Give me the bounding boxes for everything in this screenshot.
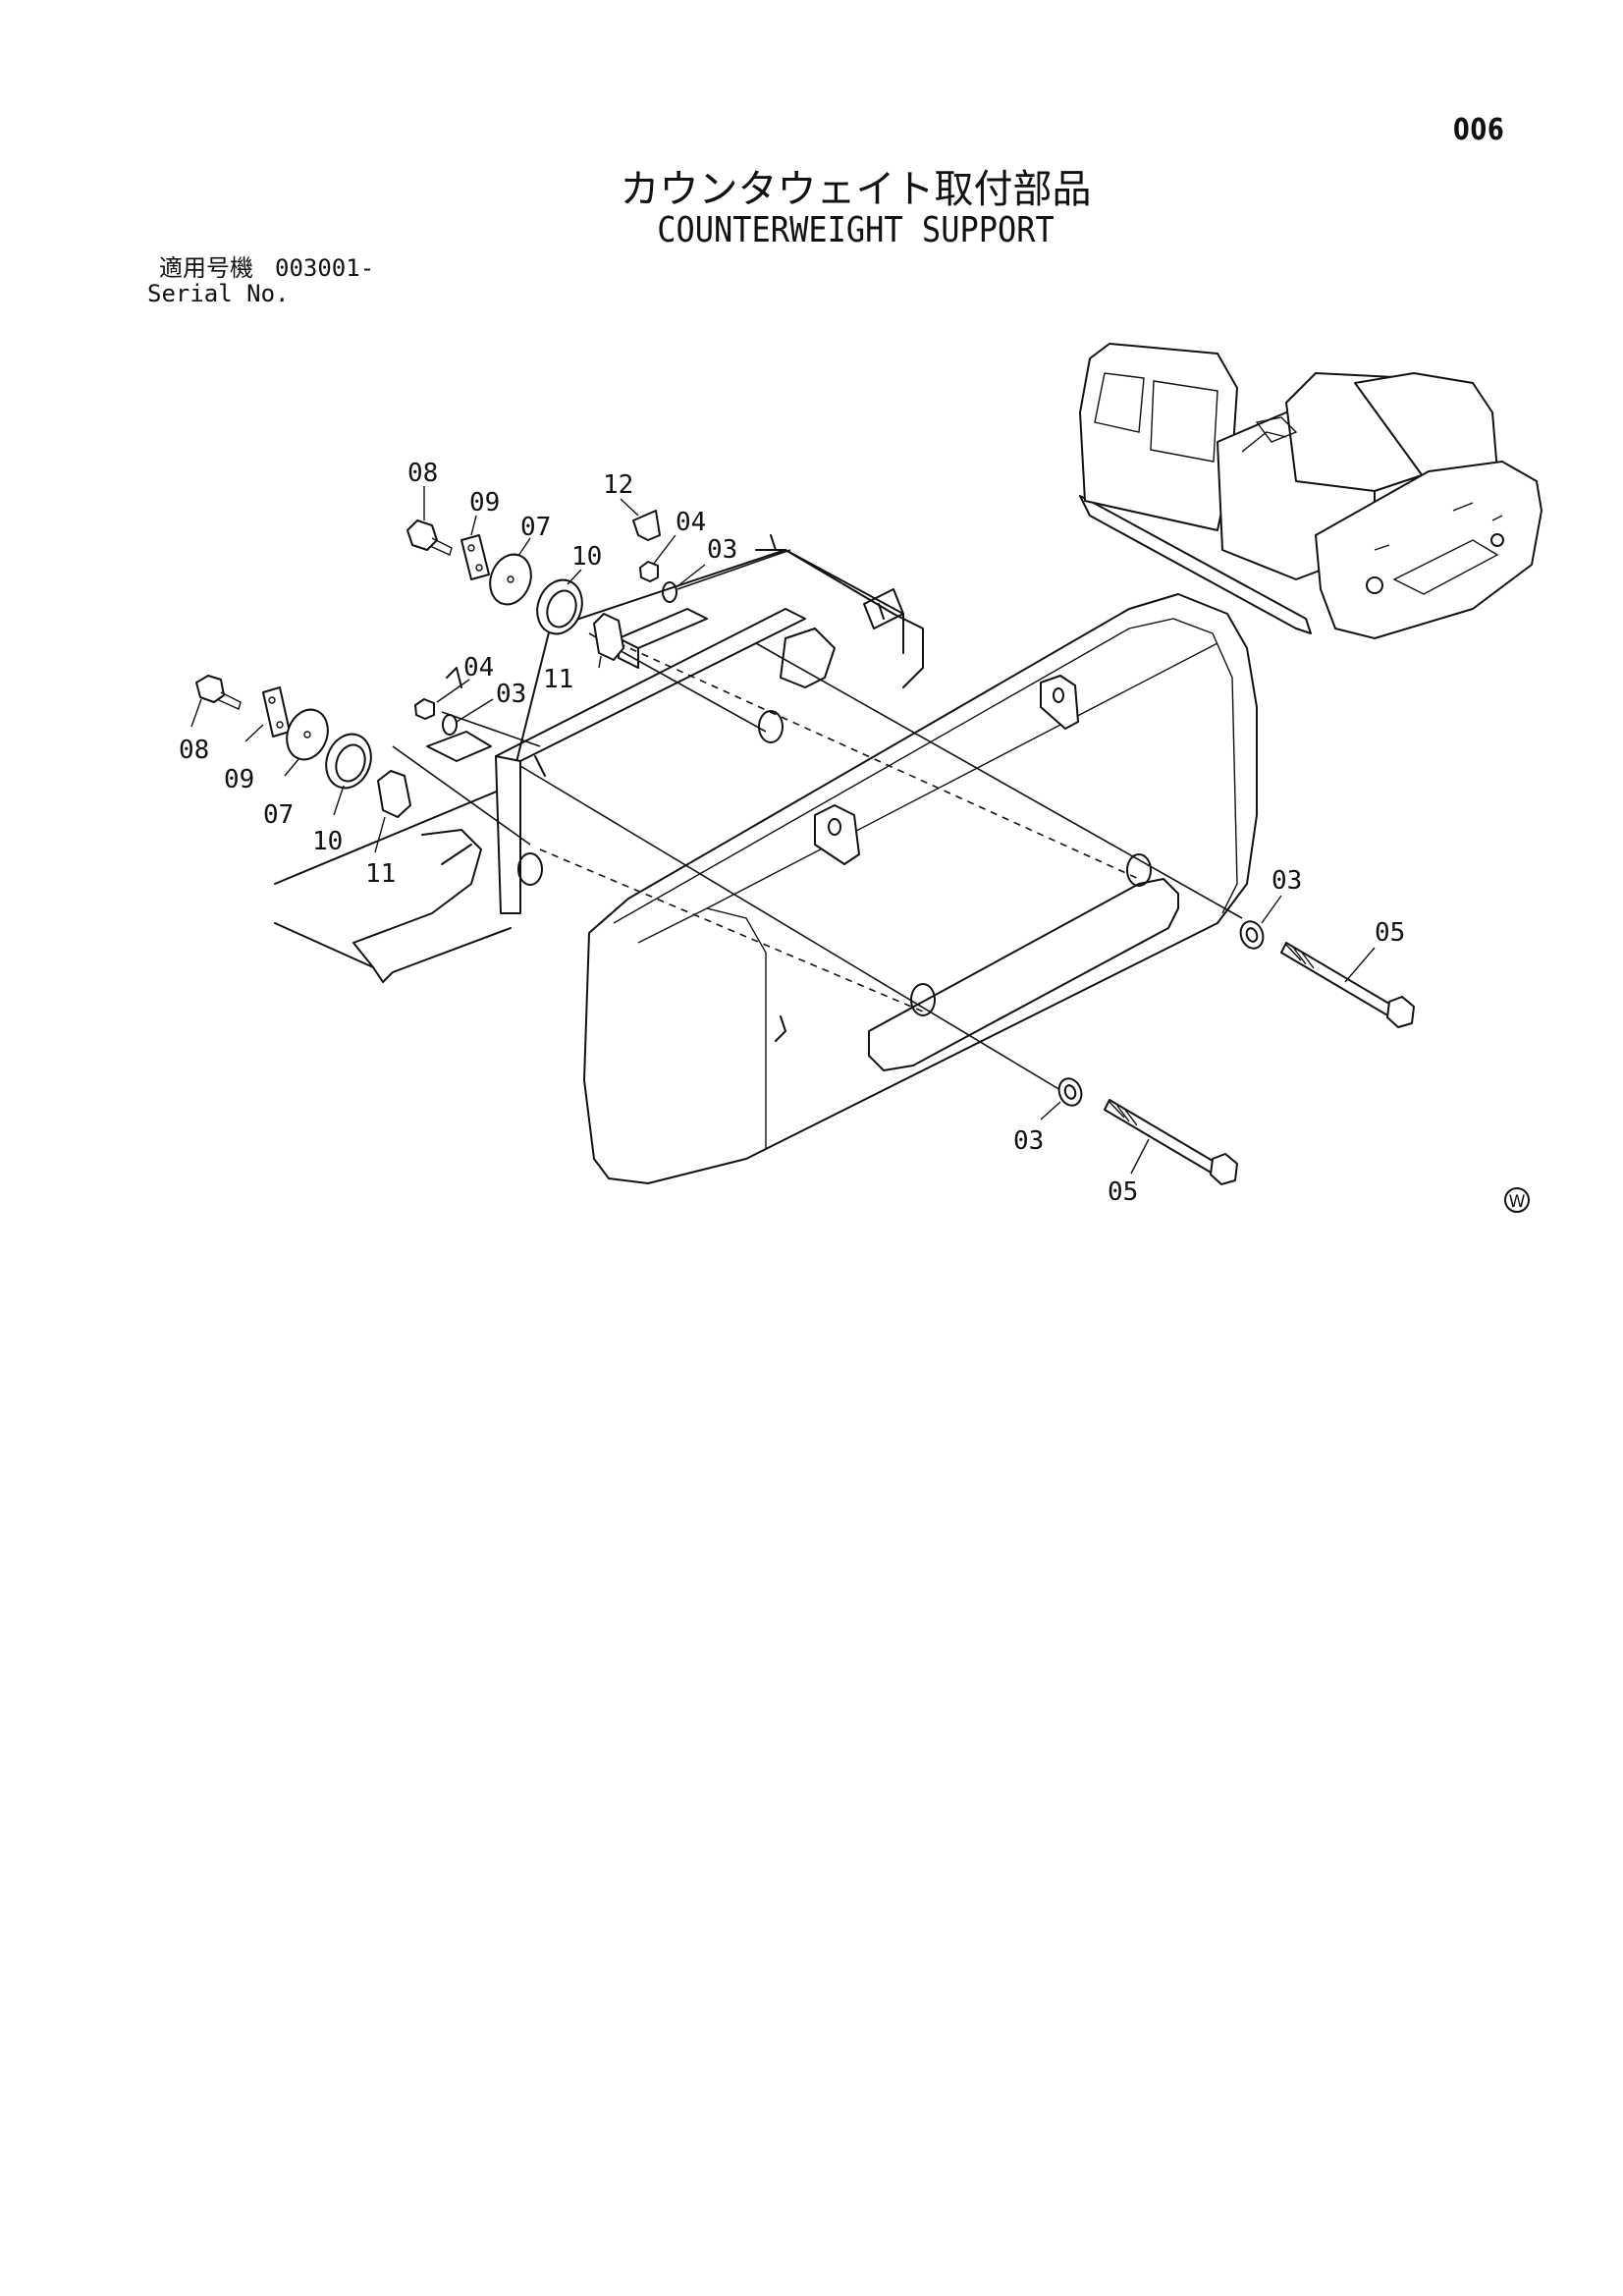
part-label: 05: [1375, 918, 1405, 948]
serial-value: 003001-: [275, 254, 375, 282]
part-label: 08: [407, 459, 438, 488]
circled-w-mark: W: [1504, 1187, 1530, 1213]
part-label: 03: [1271, 866, 1302, 896]
part-label: 09: [224, 765, 254, 794]
counterweight: [583, 593, 1258, 1184]
serial-label-english: Serial No.: [147, 280, 290, 307]
part-label: 11: [365, 859, 396, 889]
excavator-inset-illustration: [1079, 343, 1542, 639]
part-label: 07: [520, 513, 551, 542]
page-number: 006: [1453, 113, 1505, 147]
label-leader-lines: [190, 486, 1376, 1175]
upper-hardware-stack: [406, 510, 677, 661]
serial-row: 適用号機 003001-: [147, 255, 374, 281]
part-label: 07: [263, 800, 294, 830]
part-label: 09: [469, 488, 500, 518]
part-label: 03: [707, 535, 737, 565]
part-label: 10: [312, 827, 343, 856]
part-label: 12: [603, 470, 633, 500]
part-label: 04: [676, 508, 706, 537]
rear-bolts: [1057, 920, 1415, 1185]
lower-hardware-stack: [195, 675, 458, 818]
part-label: 03: [496, 680, 526, 709]
machine-frame: [274, 534, 924, 983]
page-title-english: COUNTERWEIGHT SUPPORT: [657, 209, 1055, 250]
part-label: 05: [1108, 1177, 1138, 1207]
page-title-japanese: カウンタウェイト取付部品: [620, 167, 1092, 212]
part-label: 11: [543, 665, 573, 694]
part-label: 10: [571, 542, 602, 572]
serial-label-japanese: 適用号機: [159, 254, 253, 282]
part-label: 04: [463, 653, 494, 683]
serial-block: 適用号機 003001- Serial No.: [147, 255, 374, 306]
corner-mark-letter: W: [1509, 1192, 1526, 1212]
part-number-labels: 08 09 07 10 12 04 03 11 04 03 08 09 07 1…: [179, 459, 1405, 1207]
part-label: 03: [1013, 1126, 1044, 1156]
part-label: 08: [179, 736, 209, 765]
